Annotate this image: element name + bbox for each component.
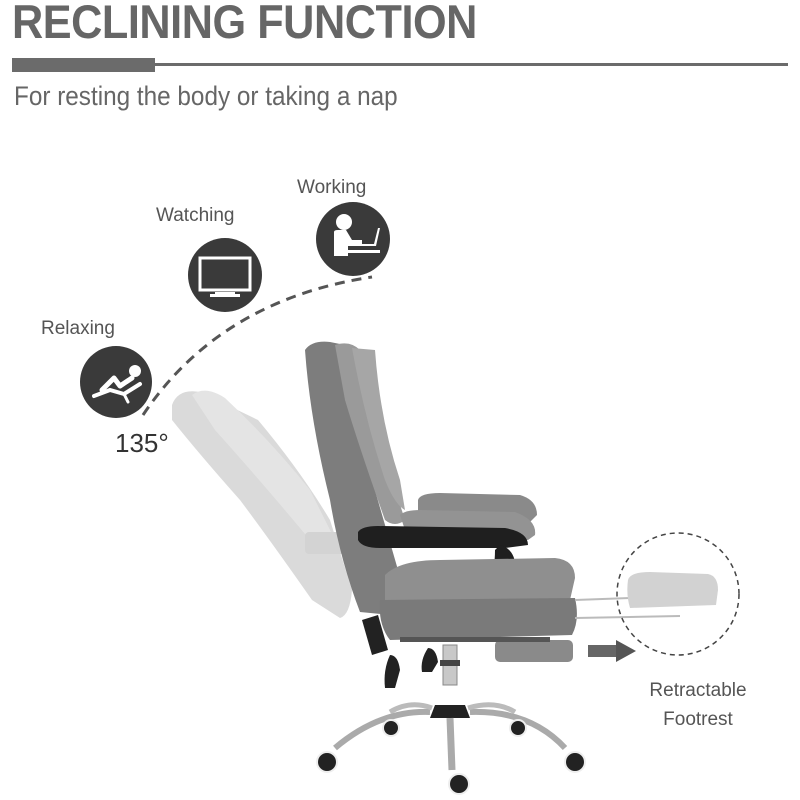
footrest-label: Retractable Footrest (628, 676, 768, 734)
page-subtitle: For resting the body or taking a nap (14, 81, 398, 111)
mode-label-working: Working (297, 177, 367, 198)
mode-label-relaxing: Relaxing (41, 318, 115, 339)
title-divider-line (155, 63, 788, 66)
recline-angle-label: 135° (115, 428, 169, 458)
monitor-icon (188, 238, 262, 312)
footrest-arrow (588, 640, 636, 662)
person-laptop-icon (316, 202, 390, 276)
chair-seat (379, 558, 577, 662)
reclined-backrest-ghost (172, 390, 352, 618)
chair-mechanism (362, 615, 438, 688)
title-divider-accent (12, 58, 155, 72)
footrest-label-line2: Footrest (663, 709, 733, 730)
footrest-detail (574, 532, 740, 656)
page-title: RECLINING FUNCTION (12, 0, 477, 48)
reclining-person-icon (80, 346, 152, 418)
footrest-label-line1: Retractable (649, 680, 747, 701)
recline-arc (141, 275, 373, 416)
chair-base (316, 644, 586, 795)
mode-label-watching: Watching (156, 205, 235, 226)
